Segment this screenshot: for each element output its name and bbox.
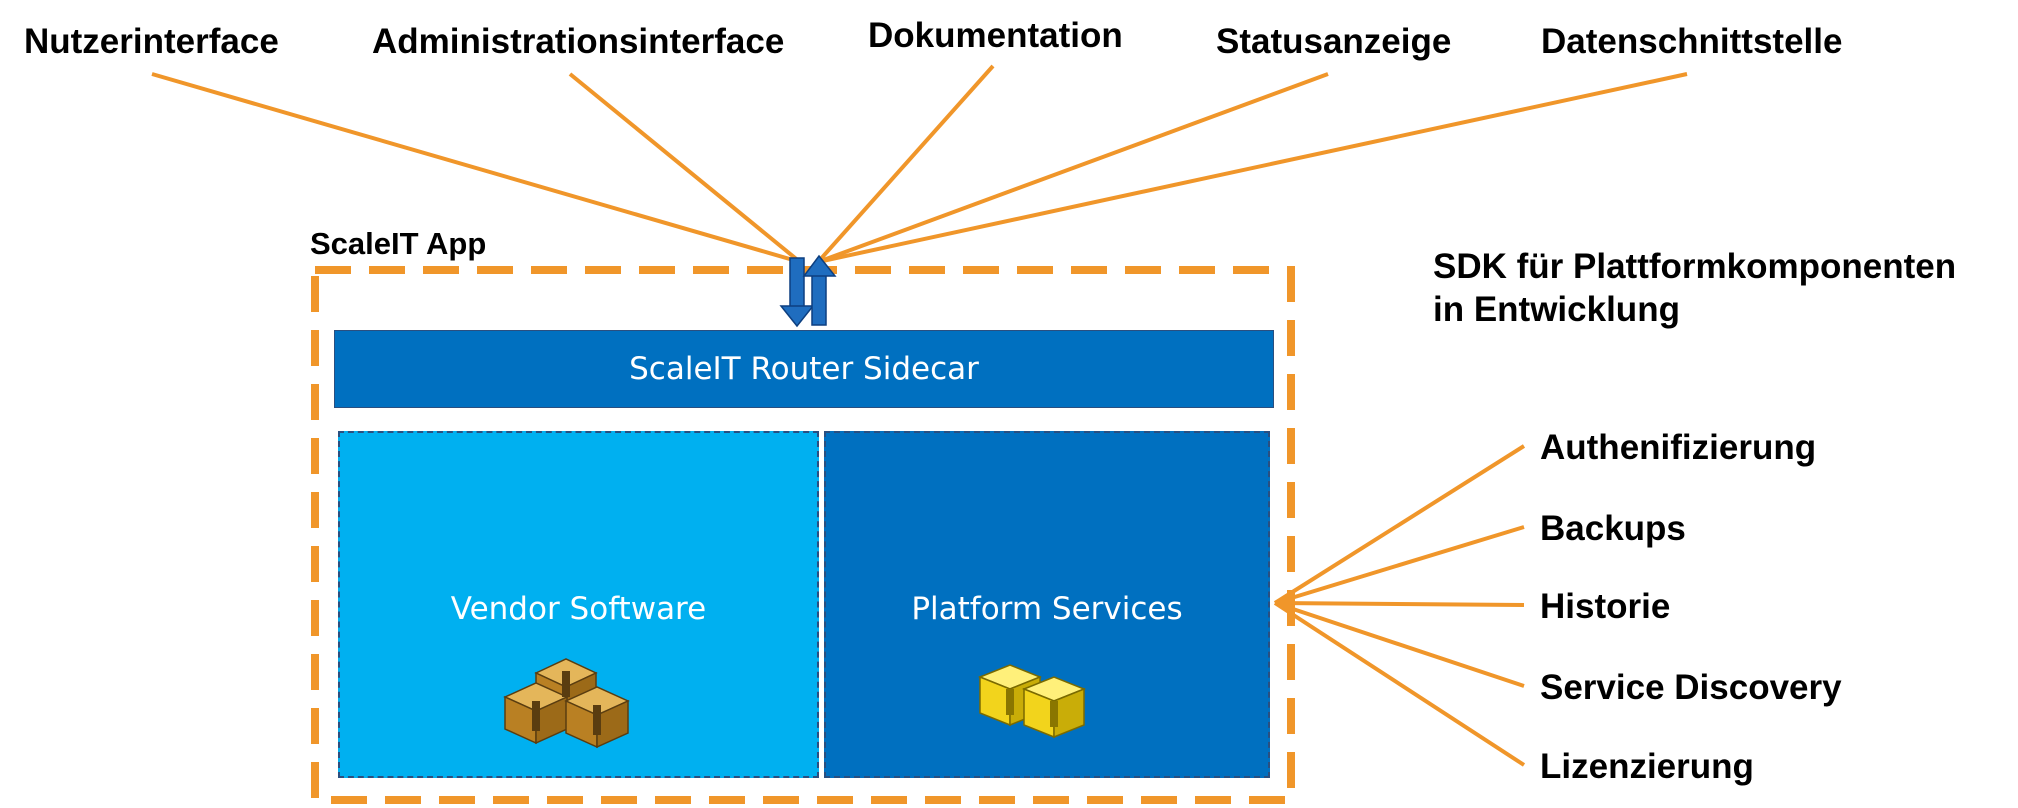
sdk-heading: SDK für Plattformkomponenten in Entwickl… [1433,245,1956,331]
router-label: ScaleIT Router Sidecar [629,351,979,387]
line-statusanzeige [817,72,1329,264]
app-title: ScaleIT App [310,226,487,261]
line-administrationsinterface [568,72,802,264]
line-backups [1274,525,1525,605]
vendor-software-box: Vendor Software [338,431,819,778]
label-backups: Backups [1540,509,1686,548]
vendor-label: Vendor Software [450,591,707,627]
label-historie: Historie [1540,587,1671,626]
line-authenifizierung [1273,444,1526,605]
line-historie [1274,601,1525,607]
up-arrow-icon [802,254,837,326]
platform-services-box: Platform Services [824,431,1270,778]
cardboard-boxes-icon [503,658,630,749]
line-datenschnittstelle [817,72,1688,264]
sdk-heading-line1: SDK für Plattformkomponenten [1433,247,1957,286]
sdk-heading-line2: in Entwicklung [1433,290,1680,330]
label-dokumentation: Dokumentation [868,16,1123,55]
label-datenschnittstelle: Datenschnittstelle [1541,22,1843,61]
line-lizenzierung [1273,601,1526,767]
platform-label: Platform Services [911,591,1183,627]
line-dokumentation [816,64,995,264]
yellow-boxes-icon [977,664,1087,739]
line-service-discovery [1274,601,1525,688]
label-service-discovery: Service Discovery [1540,668,1842,707]
label-nutzerinterface: Nutzerinterface [24,22,279,61]
line-nutzerinterface [151,72,801,264]
label-lizenzierung: Lizenzierung [1540,747,1754,786]
down-arrow-icon [779,257,815,328]
label-administrationsinterface: Administrationsinterface [372,22,785,61]
label-statusanzeige: Statusanzeige [1216,22,1452,61]
router-sidecar: ScaleIT Router Sidecar [334,330,1274,408]
label-authenifizierung: Authenifizierung [1540,428,1817,467]
